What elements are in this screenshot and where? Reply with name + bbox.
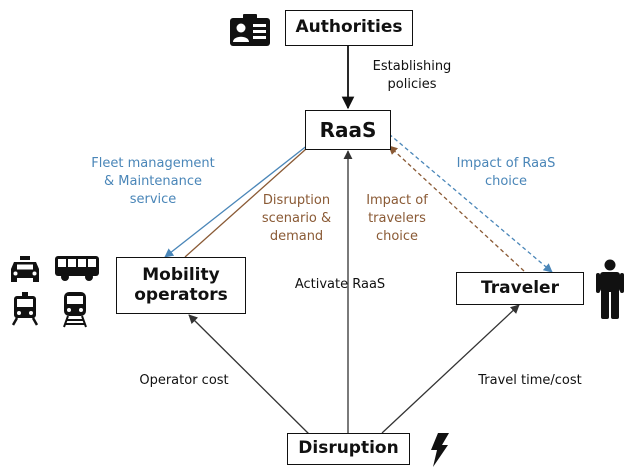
edge-raas-to-traveler — [388, 133, 553, 273]
edge-raas-to-mobility — [164, 140, 314, 258]
label-activate-raas: Activate RaaS — [294, 277, 386, 292]
node-raas: RaaS — [305, 110, 391, 150]
label-disruption-demand: Disruption scenario & demand — [261, 193, 332, 244]
tram-icon — [12, 292, 38, 326]
taxi-icon — [11, 256, 39, 282]
edge-mobility-to-raas — [184, 140, 316, 258]
label-operator-cost: Operator cost — [139, 373, 229, 388]
id-card-icon — [230, 14, 270, 46]
bus-icon — [55, 256, 99, 281]
edge-disruption-to-mobility — [188, 314, 316, 441]
node-authorities: Authorities — [285, 10, 413, 46]
node-mobility-operators: Mobility operators — [116, 257, 246, 314]
person-icon — [596, 259, 624, 319]
train-icon — [63, 292, 87, 328]
label-travel-time-cost: Travel time/cost — [478, 373, 582, 388]
edge-disruption-to-traveler — [381, 304, 520, 434]
label-impact-raas-choice: Impact of RaaS choice — [456, 156, 556, 189]
lightning-icon — [431, 433, 449, 467]
label-impact-travelers-choice: Impact of travelers choice — [366, 193, 428, 244]
node-traveler: Traveler — [456, 272, 584, 305]
node-disruption: Disruption — [287, 433, 410, 465]
edge-traveler-to-raas — [388, 145, 525, 272]
label-fleet-management: Fleet management & Maintenance service — [91, 156, 215, 207]
label-establishing-policies: Establishing policies — [372, 59, 452, 92]
